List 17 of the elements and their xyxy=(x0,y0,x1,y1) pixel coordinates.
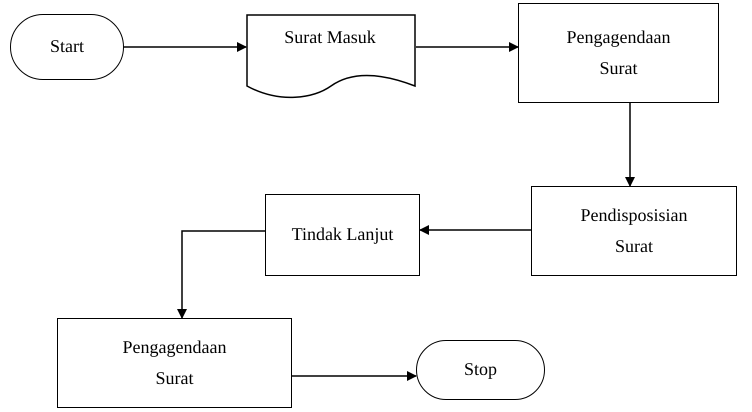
process-box xyxy=(531,186,737,276)
node-label: Tindak Lanjut xyxy=(292,223,394,246)
node-label: Stop xyxy=(464,358,497,382)
process-box xyxy=(57,318,292,408)
arrow xyxy=(124,42,247,52)
node-label: Surat Masuk xyxy=(284,26,376,49)
node-label: Pendisposisian Surat xyxy=(579,204,688,258)
node-label: Pengagendaan Surat xyxy=(566,26,672,80)
arrow xyxy=(292,371,417,381)
arrow xyxy=(416,42,519,52)
process-box xyxy=(265,194,420,276)
arrow xyxy=(419,225,531,235)
node-label: Pengagendaan Surat xyxy=(122,336,228,390)
process-box xyxy=(518,3,719,103)
node-label: Start xyxy=(50,35,84,58)
arrow xyxy=(177,230,265,319)
arrow xyxy=(625,103,635,187)
